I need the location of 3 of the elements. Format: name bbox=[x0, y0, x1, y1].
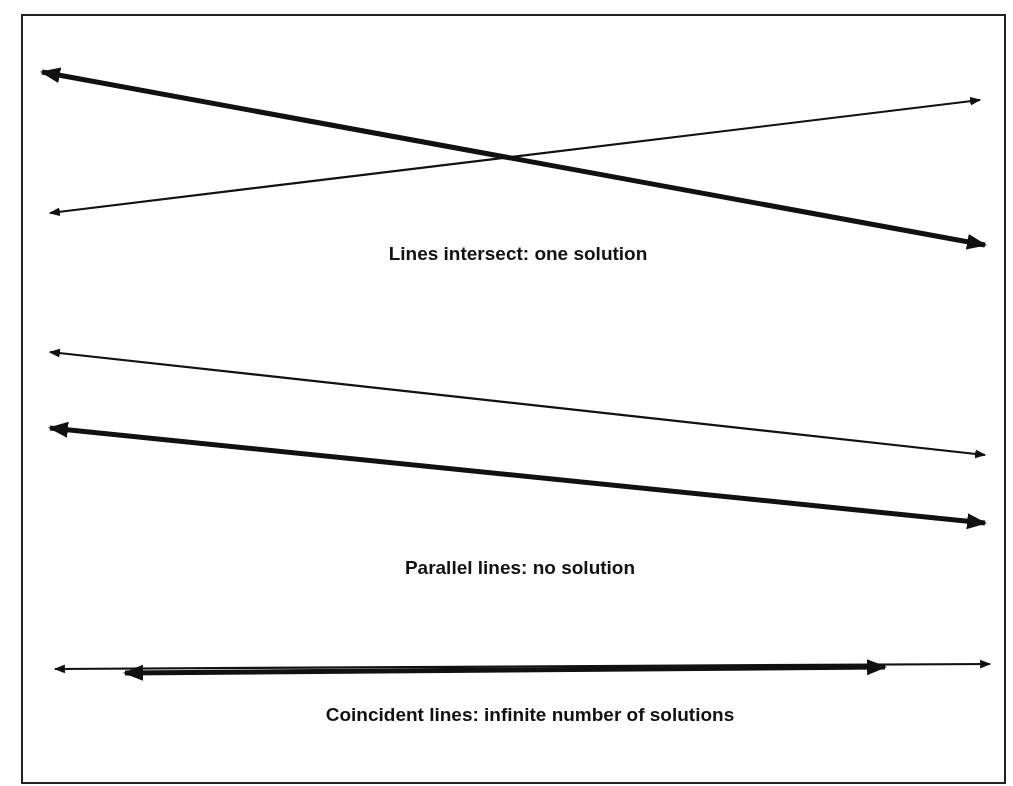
caption-text: Lines intersect: one solution bbox=[388, 243, 648, 265]
caption-text: Coincident lines: infinite number of solutions bbox=[325, 704, 735, 726]
caption-text: Parallel lines: no solution bbox=[404, 557, 636, 579]
